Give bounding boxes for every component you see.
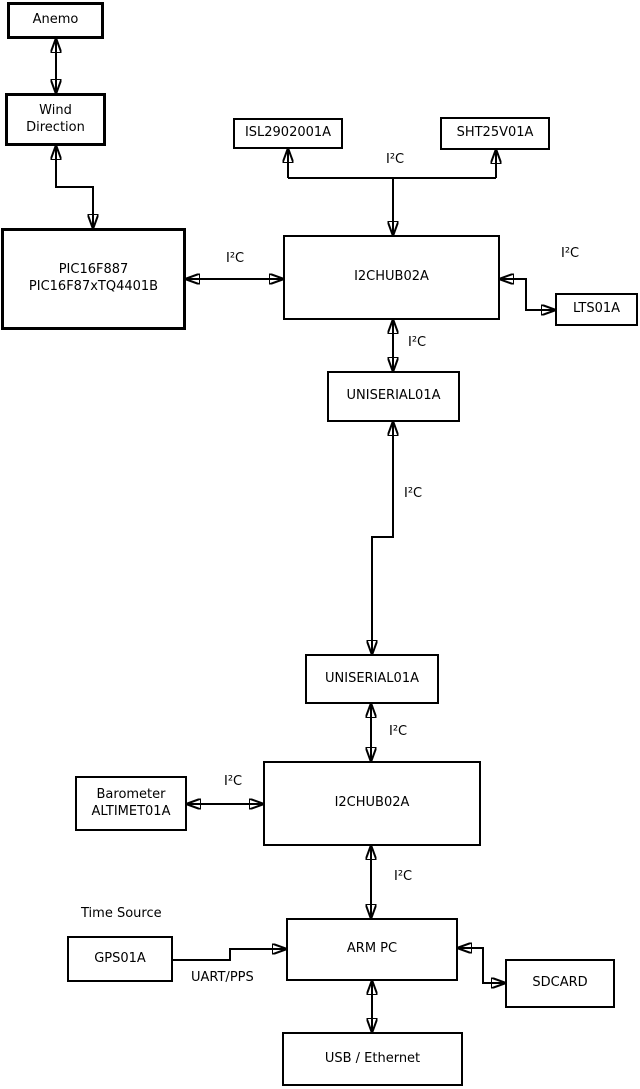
edge-label-i2c-uniserial-hub2: I²C bbox=[389, 724, 408, 739]
edge-label-i2c-uniserial-link: I²C bbox=[404, 486, 423, 501]
node-arm-pc-label: ARM PC bbox=[346, 941, 398, 957]
edge-label-i2c-bus-top: I²C bbox=[386, 152, 405, 167]
node-uniserial-top: UNISERIAL01A bbox=[327, 371, 460, 422]
node-uniserial-bottom: UNISERIAL01A bbox=[305, 654, 439, 704]
edge-i2chub-top-lts bbox=[500, 279, 555, 310]
edge-label-uart-pps: UART/PPS bbox=[191, 970, 254, 985]
node-usb-ethernet-label: USB / Ethernet bbox=[324, 1050, 421, 1066]
node-lts01a-label: LTS01A bbox=[572, 301, 621, 317]
node-barometer-label-line2: ALTIMET01A bbox=[91, 803, 171, 819]
node-barometer-label-line1: Barometer bbox=[96, 786, 166, 802]
node-uniserial-bottom-label: UNISERIAL01A bbox=[325, 670, 419, 686]
edge-label-i2c-hub-lts: I²C bbox=[561, 246, 580, 261]
node-gps01a-label: GPS01A bbox=[94, 950, 146, 966]
node-wind-direction: Wind Direction bbox=[5, 93, 106, 146]
node-sdcard-label: SDCARD bbox=[532, 975, 588, 991]
node-pic-label-line1: PIC16F887 bbox=[58, 262, 129, 278]
node-sht25v01a: SHT25V01A bbox=[440, 117, 550, 150]
node-anemo-label: Anemo bbox=[32, 12, 79, 28]
node-anemo: Anemo bbox=[7, 2, 104, 39]
node-isl2902001a-label: ISL2902001A bbox=[244, 125, 332, 141]
node-uniserial-top-label: UNISERIAL01A bbox=[346, 388, 441, 404]
edge-uniserial-top-uniserial-bottom bbox=[372, 422, 393, 654]
label-time-source: Time Source bbox=[81, 906, 162, 921]
node-i2chub-top-label: I2CHUB02A bbox=[354, 269, 429, 285]
node-i2chub-bottom: I2CHUB02A bbox=[263, 761, 481, 846]
node-i2chub-bottom-label: I2CHUB02A bbox=[334, 795, 410, 811]
edge-label-i2c-hub-uniserial: I²C bbox=[408, 335, 427, 350]
node-wind-direction-label-line2: Direction bbox=[26, 119, 85, 135]
edge-armpc-sdcard bbox=[458, 948, 505, 983]
edge-label-i2c-barometer-hub2: I²C bbox=[224, 774, 243, 789]
edge-wind-pic bbox=[56, 146, 93, 228]
node-pic-label-line2: PIC16F87xTQ4401B bbox=[28, 279, 159, 294]
node-i2chub-top: I2CHUB02A bbox=[283, 235, 500, 320]
edge-label-i2c-pic-hub: I²C bbox=[226, 251, 245, 266]
edge-gps-armpc bbox=[173, 949, 286, 961]
node-usb-ethernet: USB / Ethernet bbox=[282, 1032, 463, 1086]
node-sdcard: SDCARD bbox=[505, 959, 615, 1008]
node-isl2902001a: ISL2902001A bbox=[233, 118, 343, 149]
node-barometer: Barometer ALTIMET01A bbox=[75, 776, 187, 831]
node-pic: PIC16F887 PIC16F87xTQ4401B bbox=[1, 228, 186, 330]
edge-label-i2c-hub2-armpc: I²C bbox=[394, 869, 413, 884]
node-lts01a: LTS01A bbox=[555, 293, 638, 326]
node-gps01a: GPS01A bbox=[67, 936, 173, 982]
node-arm-pc: ARM PC bbox=[286, 918, 458, 981]
node-sht25v01a-label: SHT25V01A bbox=[456, 125, 534, 141]
node-wind-direction-label-line1: Wind bbox=[39, 102, 72, 118]
